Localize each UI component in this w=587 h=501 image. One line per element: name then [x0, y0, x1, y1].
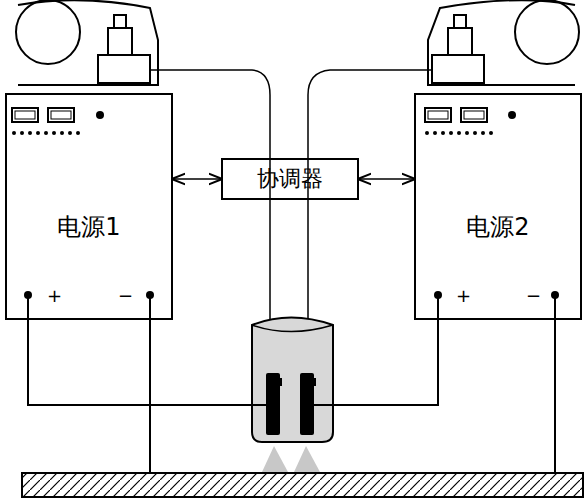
terminal-polarity: + — [456, 287, 471, 305]
terminal-polarity: + — [47, 287, 62, 305]
indicator-dot — [449, 131, 453, 135]
indicator-dot — [441, 131, 445, 135]
indicator-dot — [473, 131, 477, 135]
power-supply-box: 电源2 — [414, 93, 582, 320]
node-label: 协调器 — [257, 166, 323, 198]
terminal-polarity: − — [526, 287, 541, 305]
coordinator-box: 协调器 — [221, 158, 359, 200]
indicator-dot — [489, 131, 493, 135]
power-supply-box: 电源1 — [5, 93, 173, 320]
indicator-dot — [20, 131, 24, 135]
indicator-dot — [68, 131, 72, 135]
indicator-dot — [465, 131, 469, 135]
indicator-dot — [28, 131, 32, 135]
node-label: 电源1 — [57, 213, 120, 318]
indicator-dot — [433, 131, 437, 135]
coordination-link — [359, 178, 414, 180]
indicator-dot — [457, 131, 461, 135]
indicator-dot — [36, 131, 40, 135]
indicator-dot — [76, 131, 80, 135]
terminal-polarity: − — [118, 287, 133, 305]
indicator-dot — [12, 131, 16, 135]
indicator-dot — [44, 131, 48, 135]
indicator-dot — [52, 131, 56, 135]
coordination-link — [173, 178, 221, 180]
node-label: 电源2 — [466, 213, 529, 318]
indicator-dot — [60, 131, 64, 135]
indicator-dot — [425, 131, 429, 135]
indicator-dot — [481, 131, 485, 135]
